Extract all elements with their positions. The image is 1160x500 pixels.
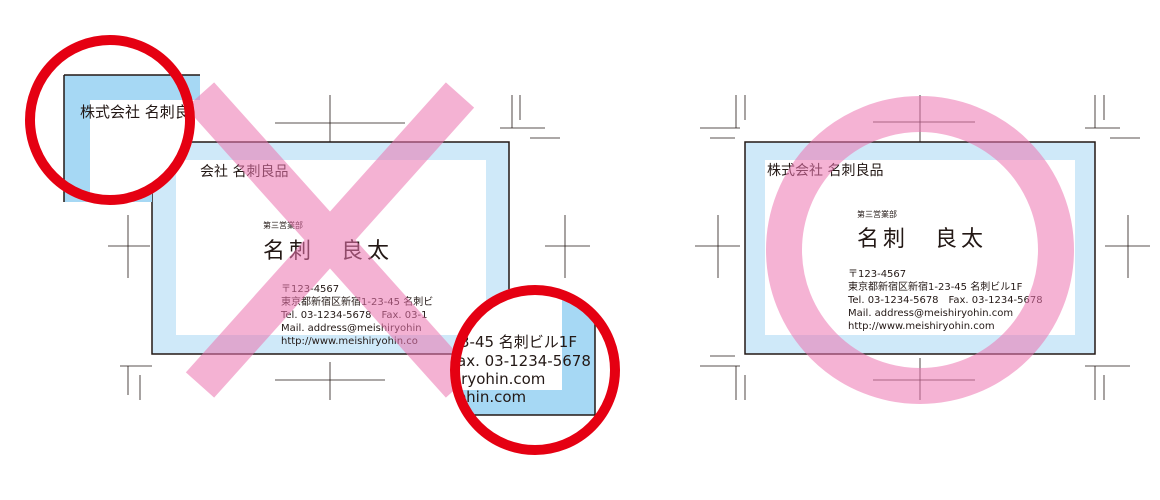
- red-circle-icon: [25, 35, 195, 205]
- zoom-top-left-text: 株式会社 名刺良: [80, 103, 190, 121]
- url: http://www.meishiryohin.com: [848, 321, 995, 332]
- zoom-callout-top-left: 株式会社 名刺良: [25, 35, 195, 205]
- cross-mark-icon: [185, 82, 475, 398]
- trim-box: [744, 141, 1096, 355]
- crop-marks-left: [108, 95, 590, 400]
- red-circle-icon: [450, 285, 620, 455]
- mail: Mail. address@meishiryohin: [281, 323, 422, 334]
- trim-box: [151, 141, 510, 355]
- circle-mark-icon: [766, 96, 1074, 404]
- zoom-line-1: 3-45 名刺ビル1F: [460, 333, 577, 351]
- zoom-line-2: ax. 03-1234-5678: [457, 352, 591, 370]
- postal-code: 〒123-4567: [848, 269, 906, 280]
- address: 東京都新宿区新宿1-23-45 名刺ビル1F: [848, 280, 1023, 293]
- zoom-callout-bottom-right: 3-45 名刺ビル1F ax. 03-1234-5678 iryohin.com…: [450, 285, 620, 455]
- department: 第三営業部: [263, 220, 303, 230]
- tel-fax: Tel. 03-1234-5678 Fax. 03-1: [280, 310, 427, 321]
- zoom-line-4: ohin.com: [457, 388, 526, 406]
- person-name: 名刺 良太: [857, 227, 987, 252]
- tel-fax: Tel. 03-1234-5678 Fax. 03-1234-5678: [847, 295, 1043, 306]
- zoom-line-3: iryohin.com: [457, 370, 545, 388]
- good-example: 株式会社 名刺良品 第三営業部 名刺 良太 〒123-4567 東京都新宿区新宿…: [695, 95, 1150, 404]
- url: http://www.meishiryohin.co: [281, 336, 418, 347]
- bad-example: 会社 名刺良品 第三営業部 名刺 良太 〒123-4567 東京都新宿区新宿1-…: [25, 35, 620, 455]
- mail: Mail. address@meishiryohin.com: [848, 308, 1013, 319]
- department: 第三営業部: [857, 209, 897, 219]
